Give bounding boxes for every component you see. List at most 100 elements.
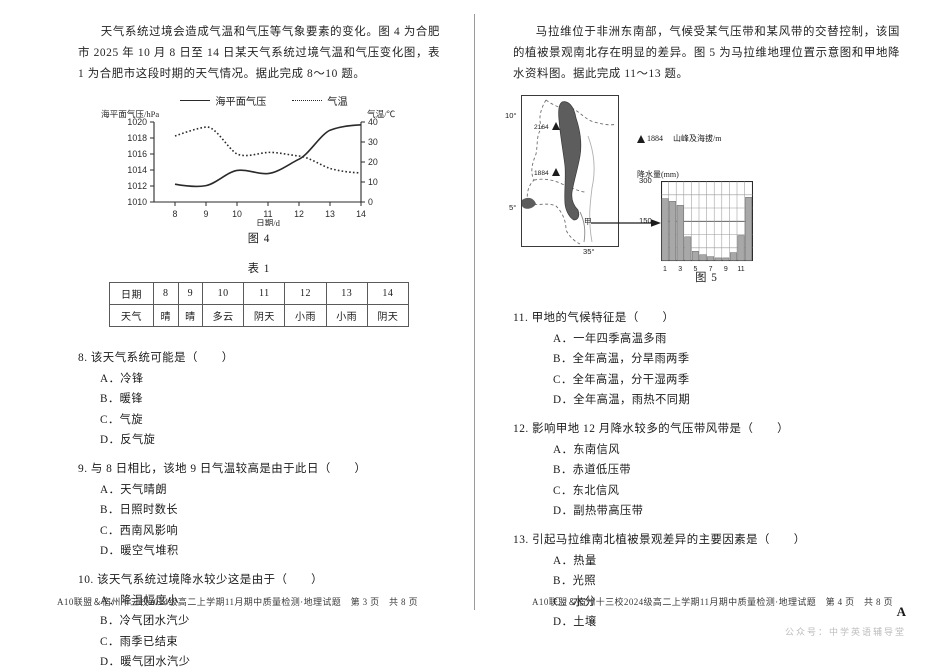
table-1-block: 表 1 日期 8 9 10 11 12 13 14 天气 晴 晴 多云: [78, 260, 440, 327]
question-13-text: 引起马拉维南北植被景观差异的主要因素是（ ）: [532, 534, 806, 546]
date-cell-4: 11: [243, 282, 286, 305]
question-9: 9. 与 8 日相比，该地 9 日气温较高是由于此日（ ） A．天气晴朗 B．日…: [78, 460, 440, 560]
svg-text:5: 5: [693, 266, 697, 273]
question-9-option-a[interactable]: A．天气晴朗: [100, 483, 168, 496]
precip-tick-300: 300: [639, 176, 652, 185]
question-12-text: 影响甲地 12 月降水较多的气压带风带是（ ）: [532, 423, 790, 435]
legend-peak-value: 1884: [647, 134, 663, 143]
svg-text:30: 30: [368, 137, 378, 147]
question-12-option-b[interactable]: B．赤道低压带: [553, 464, 632, 476]
question-12: 12. 影响甲地 12 月降水较多的气压带风带是（ ） A．东南信风 B．赤道低…: [513, 420, 900, 520]
question-11-text: 甲地的气候特征是（ ）: [531, 312, 675, 324]
footer-left: A10联盟＆宿州十三校2024级高二上学期11月期中质量检测·地理试题 第 3 …: [57, 597, 418, 607]
question-11-option-c[interactable]: C．全年高温，分干湿两季: [553, 373, 690, 386]
svg-text:3: 3: [678, 266, 682, 273]
question-10-stem: 10. 该天气系统过境降水较少这是由于（ ）: [78, 571, 440, 589]
svg-text:9: 9: [724, 266, 728, 273]
svg-text:20: 20: [368, 157, 378, 167]
svg-text:7: 7: [709, 266, 713, 273]
row-header-weather: 天气: [109, 304, 154, 327]
question-8-option-d[interactable]: D．反气旋: [100, 434, 156, 446]
table-row-weather: 天气 晴 晴 多云 阴天 小雨 小雨 阴天: [109, 304, 410, 327]
legend-peak-text: 山峰及海拔/m: [673, 134, 722, 143]
y-left-ticks: 1010 1012 1014 1016 1018 1020: [127, 117, 154, 207]
question-13-option-a[interactable]: A．热量: [553, 554, 597, 567]
question-13-option-c[interactable]: C．水分: [553, 595, 597, 608]
svg-text:12: 12: [294, 209, 304, 219]
mountain-peak-icon: [637, 134, 645, 143]
table-1-caption: 表 1: [247, 263, 271, 275]
question-10-option-b[interactable]: B．冷气团水汽少: [100, 615, 190, 627]
svg-text:9: 9: [204, 209, 209, 219]
question-8-text: 该天气系统可能是（ ）: [90, 352, 234, 364]
exam-page: 天气系统过境会造成气温和气压等气象要素的变化。图 4 为合肥市 2025 年 1…: [57, 0, 950, 668]
right-passage: 马拉维位于非洲东南部，气候受某气压带和某风带的交替控制，该国的植被景观南北存在明…: [513, 26, 900, 80]
question-11-number: 11.: [513, 312, 529, 324]
corner-mark: A: [896, 604, 906, 619]
row-header-date: 日期: [109, 282, 154, 305]
question-11-option-a[interactable]: A．一年四季高温多雨: [553, 332, 667, 345]
svg-text:13: 13: [325, 209, 335, 219]
question-10-option-a[interactable]: A．降温幅度小: [100, 594, 179, 607]
right-column: 马拉维位于非洲东南部，气候受某气压带和某风带的交替控制，该国的植被景观南北存在明…: [475, 0, 950, 646]
question-11-stem: 11. 甲地的气候特征是（ ）: [513, 309, 900, 327]
date-cell-6: 13: [325, 282, 368, 305]
question-10-option-c[interactable]: C．雨季已结束: [100, 635, 179, 648]
svg-text:0: 0: [368, 197, 373, 207]
date-cell-3: 10: [202, 282, 245, 305]
footer-right: A10联盟＆宿州十三校2024级高二上学期11月期中质量检测·地理试题 第 4 …: [532, 597, 893, 607]
left-passage: 天气系统过境会造成气温和气压等气象要素的变化。图 4 为合肥市 2025 年 1…: [78, 26, 440, 80]
question-12-stem: 12. 影响甲地 12 月降水较多的气压带风带是（ ）: [513, 420, 900, 438]
column-divider: [474, 14, 475, 610]
svg-text:1014: 1014: [127, 165, 147, 175]
svg-text:11: 11: [737, 266, 744, 273]
weather-cell-3: 多云: [202, 304, 245, 327]
y-left-axis-title: 海平面气压/hPa: [101, 108, 159, 119]
svg-text:1010: 1010: [127, 197, 147, 207]
x-ticks: 8 9 10 11 12 13 14: [173, 202, 366, 219]
question-9-option-b[interactable]: B．日照时数长: [100, 504, 179, 516]
question-11: 11. 甲地的气候特征是（ ） A．一年四季高温多雨 B．全年高温，分旱雨两季 …: [513, 309, 900, 409]
malawi-map: 2164 1884 甲: [521, 95, 619, 247]
precip-svg: 1 3 5 7 9 11 (月): [660, 180, 765, 273]
svg-text:1020: 1020: [127, 117, 147, 127]
figure-5: 10° 5°: [505, 95, 900, 273]
question-11-option-d[interactable]: D．全年高温，雨热不同期: [553, 394, 691, 406]
question-8-option-a[interactable]: A．冷锋: [100, 372, 144, 385]
svg-text:2164: 2164: [534, 124, 549, 131]
svg-text:1018: 1018: [127, 133, 147, 143]
question-10-option-d[interactable]: D．暖气团水汽少: [100, 656, 191, 668]
question-9-option-d[interactable]: D．暖空气堆积: [100, 545, 179, 557]
weather-cell-1: 晴: [153, 304, 179, 327]
figure-4-chart: 海平面气压 气温 海平面气压/hPa 气温/℃: [78, 93, 440, 246]
weather-cell-6: 小雨: [325, 304, 368, 327]
question-8-option-c[interactable]: C．气旋: [100, 413, 144, 426]
weather-line-chart: 海平面气压/hPa 气温/℃ 1010 1012 1014 1016 1018: [101, 108, 396, 226]
weather-cell-4: 阴天: [243, 304, 286, 327]
svg-text:11: 11: [263, 209, 272, 219]
lon-label-35: 35°: [583, 247, 595, 256]
question-12-option-a[interactable]: A．东南信风: [553, 443, 621, 456]
series-temperature: [174, 126, 362, 174]
weather-cell-5: 小雨: [284, 304, 327, 327]
question-13: 13. 引起马拉维南北植被景观差异的主要因素是（ ） A．热量 B．光照 C．水…: [513, 531, 900, 631]
date-cell-5: 12: [284, 282, 327, 305]
question-8-option-b[interactable]: B．暖锋: [100, 393, 144, 405]
pointer-arrow-icon: [591, 219, 661, 227]
weather-cell-2: 晴: [177, 304, 204, 327]
question-13-option-d[interactable]: D．土壤: [553, 616, 597, 628]
question-13-option-b[interactable]: B．光照: [553, 575, 597, 587]
legend-item-temperature: 气温: [292, 93, 348, 108]
question-12-option-d[interactable]: D．副热带高压带: [553, 505, 644, 517]
svg-text:1012: 1012: [127, 181, 147, 191]
precip-tick-150: 150: [639, 216, 652, 225]
svg-text:1: 1: [663, 266, 667, 273]
figure-4-caption: 图 4: [247, 233, 271, 245]
legend-label-pressure: 海平面气压: [215, 97, 267, 108]
question-9-option-c[interactable]: C．西南风影响: [100, 524, 179, 537]
series-sea-level-pressure: [174, 124, 362, 188]
svg-text:14: 14: [356, 209, 366, 219]
question-11-option-b[interactable]: B．全年高温，分旱雨两季: [553, 353, 690, 365]
question-12-option-c[interactable]: C．东北信风: [553, 484, 620, 497]
figure-5-caption: 图 5: [695, 272, 718, 284]
